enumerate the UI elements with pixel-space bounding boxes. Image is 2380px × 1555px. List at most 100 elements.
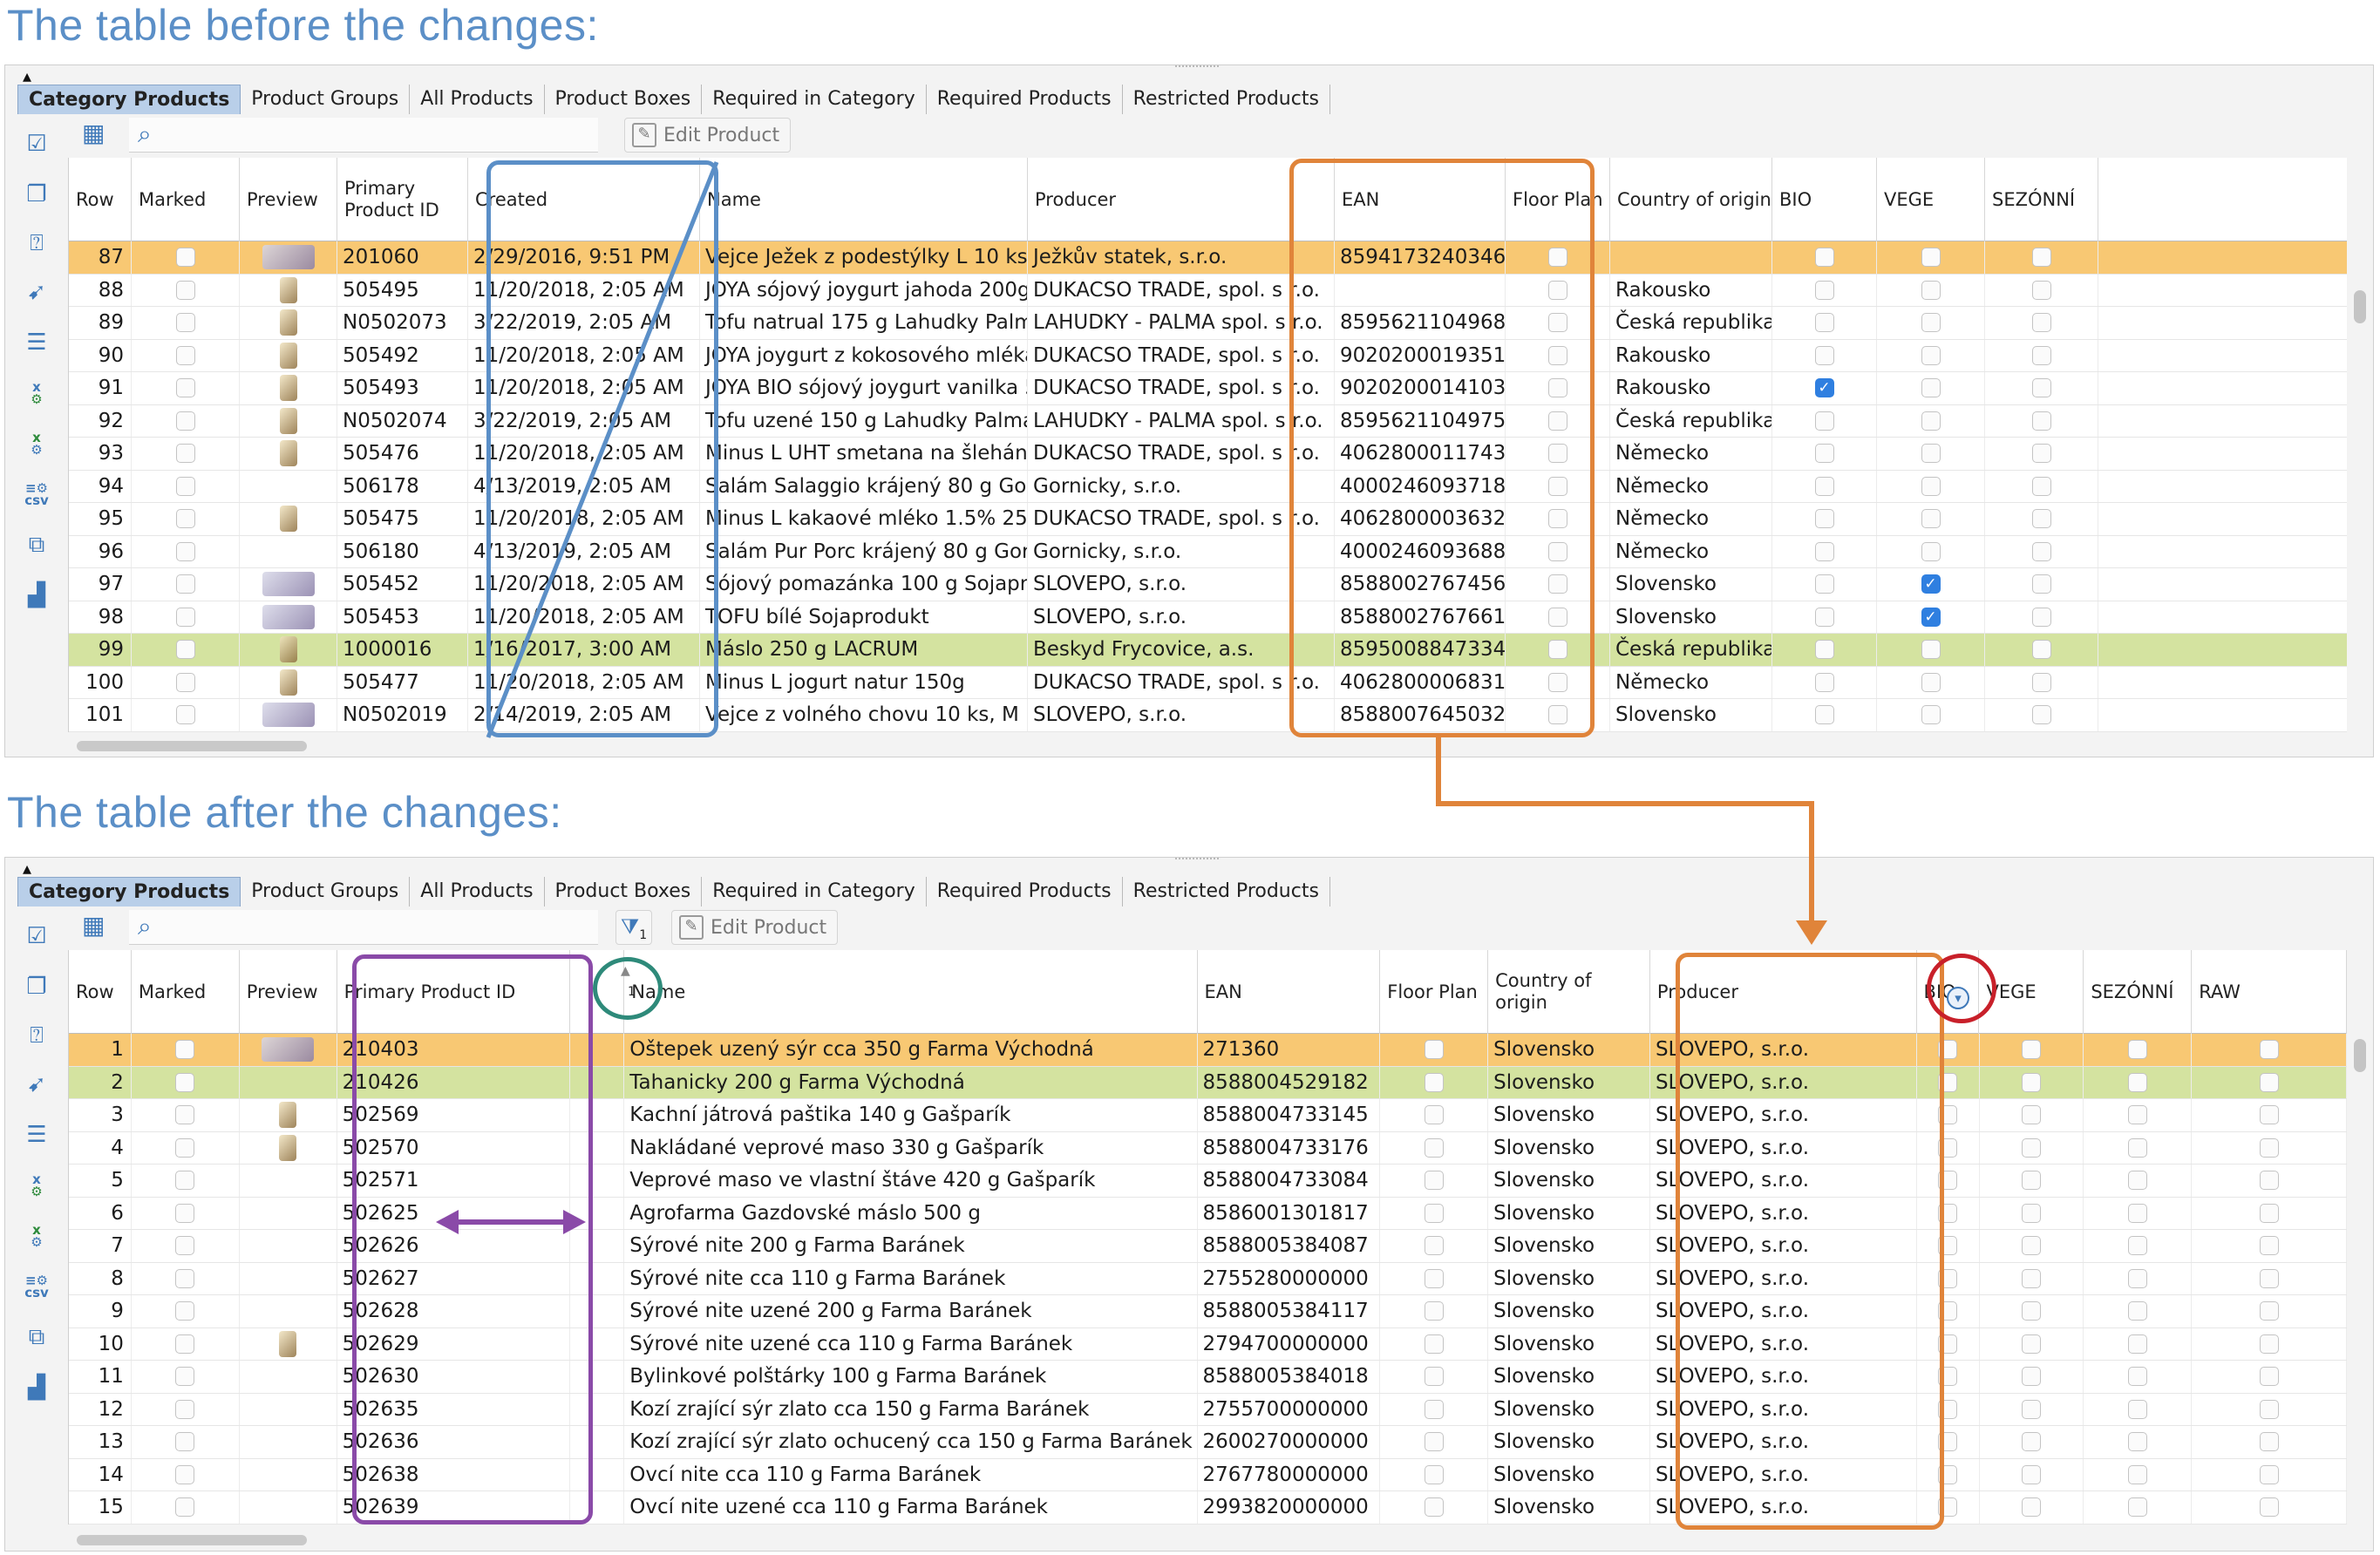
floor-plan-cell[interactable] <box>1506 372 1610 404</box>
marked-checkbox[interactable] <box>175 1367 195 1387</box>
tab-category-products[interactable]: Category Products <box>17 877 241 907</box>
sezonni-cell[interactable] <box>2084 1034 2193 1066</box>
bio-checkbox[interactable] <box>1938 1236 1958 1256</box>
floor-plan-checkbox[interactable] <box>1424 1367 1444 1387</box>
column-header-sez-nn-[interactable]: SEZÓNNÍ <box>2084 950 2193 1034</box>
bio-cell[interactable] <box>1772 568 1877 601</box>
sezonni-checkbox[interactable] <box>2031 574 2051 594</box>
floor-plan-cell[interactable] <box>1380 1099 1489 1131</box>
vege-cell[interactable] <box>1980 1328 2084 1360</box>
sezonni-checkbox[interactable] <box>2127 1040 2147 1060</box>
marked-checkbox[interactable] <box>175 1072 195 1092</box>
marked-cell[interactable] <box>132 1361 240 1393</box>
vertical-scrollbar[interactable] <box>2354 1039 2366 1072</box>
chart-icon[interactable]: ▟ <box>28 582 45 608</box>
vege-cell[interactable]: ✓ <box>1877 568 1985 601</box>
marked-checkbox[interactable] <box>175 444 195 464</box>
raw-checkbox[interactable] <box>2259 1072 2279 1092</box>
bio-cell[interactable] <box>1917 1262 1980 1294</box>
cursor-icon[interactable]: ➹ <box>27 279 46 305</box>
sezonni-cell[interactable] <box>1985 241 2098 274</box>
vege-checkbox[interactable] <box>1921 444 1941 464</box>
raw-cell[interactable] <box>2192 1131 2348 1164</box>
marked-cell[interactable] <box>132 1458 240 1490</box>
raw-cell[interactable] <box>2192 1034 2348 1066</box>
sezonni-checkbox[interactable] <box>2127 1268 2147 1288</box>
sezonni-cell[interactable] <box>1985 601 2098 633</box>
marked-cell[interactable] <box>132 1034 240 1066</box>
marked-checkbox[interactable] <box>175 378 195 398</box>
bio-checkbox[interactable] <box>1938 1464 1958 1484</box>
floor-plan-checkbox[interactable] <box>1424 1432 1444 1452</box>
marked-cell[interactable] <box>132 438 240 470</box>
bio-checkbox[interactable] <box>1814 313 1834 333</box>
excel-import-icon[interactable]: x⚙ <box>31 1171 43 1199</box>
floor-plan-checkbox[interactable] <box>1424 1464 1444 1484</box>
excel-import-icon[interactable]: x⚙ <box>31 379 43 407</box>
floor-plan-checkbox[interactable] <box>1424 1334 1444 1354</box>
vege-checkbox[interactable] <box>2021 1040 2041 1060</box>
raw-cell[interactable] <box>2192 1262 2348 1294</box>
marked-cell[interactable] <box>132 1066 240 1098</box>
floor-plan-checkbox[interactable] <box>1547 640 1567 660</box>
marked-checkbox[interactable] <box>175 476 195 496</box>
bio-checkbox[interactable] <box>1814 509 1834 529</box>
bio-checkbox[interactable] <box>1814 411 1834 431</box>
bio-cell[interactable] <box>1772 470 1877 502</box>
bio-cell[interactable]: ✓ <box>1772 372 1877 404</box>
horizontal-scrollbar[interactable] <box>77 741 307 751</box>
marked-cell[interactable] <box>132 568 240 601</box>
sezonni-cell[interactable] <box>2084 1066 2193 1098</box>
marked-checkbox[interactable] <box>175 1236 195 1256</box>
filter-button[interactable]: ⧩1 <box>615 910 652 945</box>
marked-cell[interactable] <box>132 1165 240 1197</box>
raw-cell[interactable] <box>2192 1295 2348 1328</box>
sezonni-cell[interactable] <box>2084 1262 2193 1294</box>
vege-cell[interactable] <box>1980 1165 2084 1197</box>
tab-all-products[interactable]: All Products <box>410 877 545 907</box>
sezonni-checkbox[interactable] <box>2127 1334 2147 1354</box>
floor-plan-cell[interactable] <box>1506 634 1610 666</box>
floor-plan-cell[interactable] <box>1506 666 1610 698</box>
sezonni-checkbox[interactable] <box>2127 1301 2147 1321</box>
marked-cell[interactable] <box>132 1393 240 1425</box>
floor-plan-checkbox[interactable] <box>1424 1072 1444 1092</box>
sezonni-checkbox[interactable] <box>2031 444 2051 464</box>
marked-checkbox[interactable] <box>175 1203 195 1223</box>
bio-cell[interactable] <box>1917 1197 1980 1229</box>
bio-cell[interactable] <box>1772 503 1877 535</box>
marked-checkbox[interactable] <box>175 574 195 594</box>
bio-cell[interactable] <box>1917 1458 1980 1490</box>
raw-checkbox[interactable] <box>2259 1301 2279 1321</box>
sezonni-checkbox[interactable] <box>2127 1171 2147 1191</box>
vege-cell[interactable] <box>1877 503 1985 535</box>
bio-cell[interactable] <box>1917 1034 1980 1066</box>
edit-product-button[interactable]: ✎Edit Product <box>624 118 792 153</box>
column-header-sort[interactable] <box>570 950 625 1034</box>
marked-checkbox[interactable] <box>175 509 195 529</box>
sezonni-cell[interactable] <box>2084 1295 2193 1328</box>
vege-checkbox[interactable] <box>2021 1497 2041 1518</box>
column-header-sez-nn-[interactable]: SEZÓNNÍ <box>1985 158 2098 241</box>
vege-cell[interactable] <box>1877 470 1985 502</box>
column-header-preview[interactable]: Preview <box>240 158 337 241</box>
bio-checkbox[interactable] <box>1814 345 1834 365</box>
floor-plan-checkbox[interactable] <box>1547 574 1567 594</box>
bio-checkbox[interactable] <box>1814 705 1834 725</box>
floor-plan-checkbox[interactable] <box>1424 1171 1444 1191</box>
floor-plan-cell[interactable] <box>1380 1491 1489 1524</box>
sezonni-cell[interactable] <box>1985 503 2098 535</box>
vege-cell[interactable] <box>1980 1034 2084 1066</box>
raw-checkbox[interactable] <box>2259 1464 2279 1484</box>
bio-cell[interactable] <box>1917 1295 1980 1328</box>
vege-checkbox[interactable] <box>2021 1137 2041 1158</box>
